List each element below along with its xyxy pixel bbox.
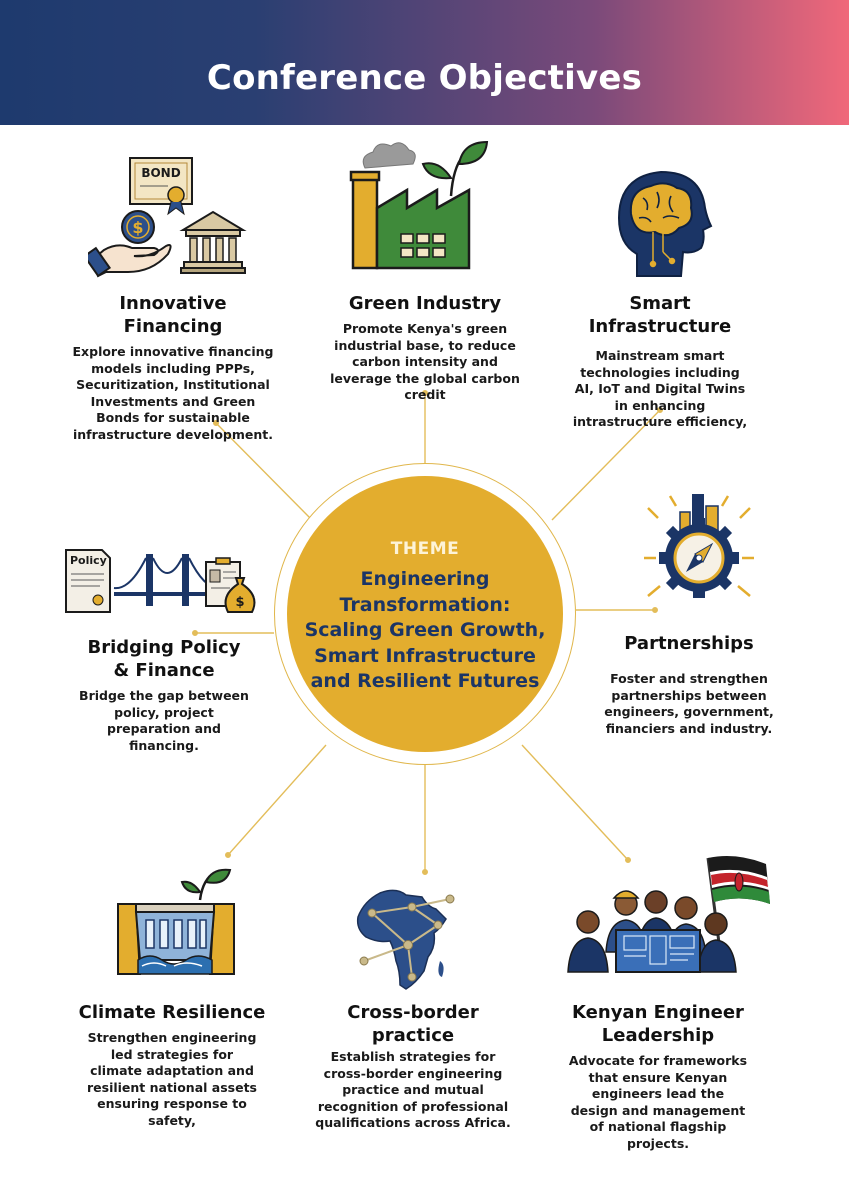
climate-resilience-description: Strengthen engineering led strategies fo…: [86, 1030, 257, 1128]
policy-bridge-icon: Policy $: [65, 549, 256, 613]
bridging-policy-title-line2: & Finance: [113, 660, 215, 681]
climate-resilience-title: Climate Resilience: [78, 1002, 266, 1023]
kenyan-engineers-icon: [567, 856, 770, 973]
bond-label: BOND: [141, 166, 180, 180]
smart-infrastructure-description: Mainstream smart technologies including …: [572, 348, 748, 429]
partnerships-title: Partnerships: [624, 633, 754, 654]
page-title: Conference Objectives: [206, 58, 643, 98]
bridging-policy-description: Bridge the gap between policy, project p…: [79, 688, 249, 753]
theme-label: THEME: [390, 539, 460, 559]
compass-gear-icon: [644, 494, 754, 598]
objective-climate-resilience: Climate Resilience Strengthen engineerin…: [72, 1001, 272, 1129]
svg-text:$: $: [132, 218, 143, 237]
smart-infrastructure-title: Smart Infrastructure: [588, 293, 732, 337]
cross-border-description: Establish strategies for cross-border en…: [315, 1049, 511, 1130]
green-industry-title: Green Industry: [348, 293, 502, 314]
partnerships-description: Foster and strengthen partnerships betwe…: [604, 671, 774, 736]
objective-kenyan-leadership: Kenyan Engineer Leadership Advocate for …: [560, 1001, 756, 1152]
smart-brain-icon: [617, 170, 713, 277]
objective-cross-border: Cross-border practice Establish strategi…: [310, 1001, 516, 1132]
cross-border-title-line1: Cross-border: [347, 1002, 479, 1023]
theme-circle: THEME Engineering Transformation: Scalin…: [287, 476, 563, 752]
green-factory-icon: [349, 140, 489, 270]
policy-doc-label: Policy: [70, 554, 107, 567]
cross-border-title-line2: practice: [371, 1025, 455, 1046]
objective-innovative-financing: Innovative Financing Explore innovative …: [68, 292, 278, 443]
kenyan-leadership-description: Advocate for frameworks that ensure Keny…: [568, 1053, 748, 1151]
objective-green-industry: Green Industry Promote Kenya's green ind…: [310, 292, 540, 404]
africa-map-icon: [356, 889, 455, 990]
svg-text:$: $: [235, 595, 244, 610]
kenyan-leadership-title-line1: Kenyan Engineer: [572, 1002, 744, 1023]
dam-icon: [117, 868, 235, 975]
kenyan-leadership-title-line2: Leadership: [601, 1025, 715, 1046]
green-industry-description: Promote Kenya's green industrial base, t…: [330, 321, 520, 402]
bond-finance-icon: BOND $: [88, 157, 247, 278]
header-banner: Conference Objectives: [0, 0, 849, 125]
objective-bridging-policy: Bridging Policy & Finance Bridge the gap…: [66, 636, 262, 754]
objective-smart-infrastructure: Smart Infrastructure Mainstream smart te…: [555, 292, 765, 431]
innovative-financing-description: Explore innovative financing models incl…: [72, 344, 274, 442]
objective-partnerships: Partnerships Foster and strengthen partn…: [596, 632, 782, 737]
innovative-financing-title: Innovative Financing: [119, 293, 227, 337]
bridging-policy-title-line1: Bridging Policy: [87, 637, 241, 658]
theme-text: Engineering Transformation: Scaling Gree…: [304, 568, 546, 692]
